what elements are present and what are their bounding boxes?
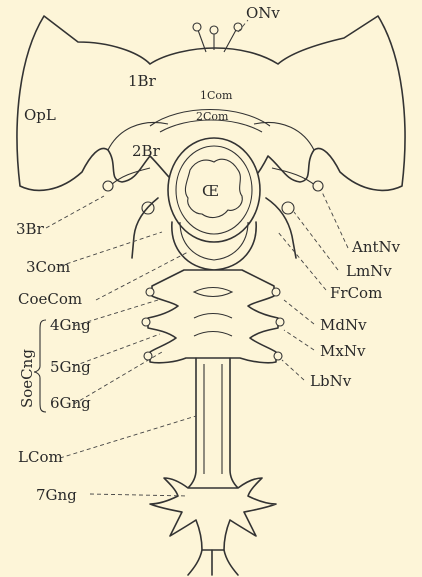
label-3com: 3Com xyxy=(26,258,70,276)
ganglion-7-tail xyxy=(188,550,238,575)
label-2com: 2Com xyxy=(196,110,229,123)
label-frcom: FrCom xyxy=(330,284,382,302)
ventral-cord-right xyxy=(230,358,238,488)
label-6gng: 6Gng xyxy=(50,394,91,412)
label-antnv: AntNv xyxy=(351,238,401,256)
label-oe: Œ xyxy=(202,182,219,200)
labral-nerve-right-loop xyxy=(282,202,294,214)
labral-nerve-right xyxy=(266,198,296,258)
label-1br: 1Br xyxy=(128,72,157,90)
label-1com: 1Com xyxy=(200,89,233,102)
suboesophageal-ganglion xyxy=(148,270,278,363)
label-lmnv: LmNv xyxy=(346,262,392,280)
label-7gng: 7Gng xyxy=(36,486,77,504)
label-2br: 2Br xyxy=(132,142,161,160)
label-lbnv: LbNv xyxy=(310,372,352,390)
label-3br: 3Br xyxy=(16,220,45,238)
label-mdnv: MdNv xyxy=(320,316,367,334)
antennal-nerve-right-end xyxy=(313,181,323,191)
ganglion-7 xyxy=(150,478,276,550)
label-lcom: LCom xyxy=(18,448,63,466)
antennal-nerve-left-end xyxy=(103,181,113,191)
label-onv: ONv xyxy=(246,4,280,22)
label-4gng: 4Gng xyxy=(50,316,91,334)
label-mxnv: MxNv xyxy=(320,342,366,360)
label-5gng: 5Gng xyxy=(50,358,91,376)
ventral-cord-left xyxy=(188,358,196,488)
label-soecng: SoeCng xyxy=(18,349,36,408)
label-opl: OpL xyxy=(24,106,56,124)
label-coecom: CoeCom xyxy=(18,290,82,308)
